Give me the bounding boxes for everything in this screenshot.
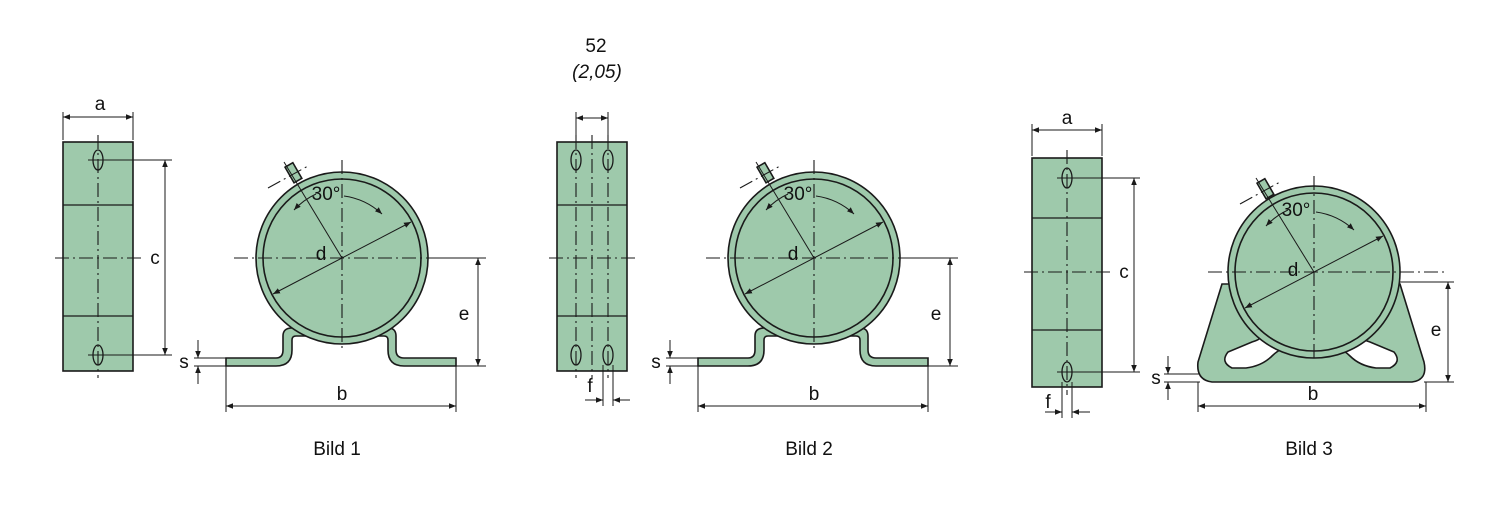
dim-label-s: s — [1151, 368, 1161, 389]
dim-label-f: f — [1045, 392, 1051, 413]
figure-1-side-view: a c — [55, 94, 172, 378]
dim-label-c: c — [1119, 262, 1129, 283]
dim-label-e: e — [459, 304, 470, 325]
dim-label-d: d — [788, 244, 799, 265]
dim-label-b: b — [1308, 384, 1319, 405]
figure-1-front-view: d 30° e s b — [179, 160, 486, 412]
angle-label: 30° — [784, 184, 813, 205]
figure-caption: Bild 1 — [313, 439, 361, 460]
figure-3-front-view: d 30° e s b — [1151, 176, 1454, 412]
top-note-inch: (2,05) — [572, 62, 622, 83]
figure-3: a c f d 30° — [1024, 108, 1454, 460]
dim-label-e: e — [931, 304, 942, 325]
dim-label-c: c — [150, 248, 160, 269]
screw — [283, 161, 303, 184]
mounting-base — [1196, 283, 1426, 383]
dim-label-a: a — [1062, 108, 1073, 129]
dim-label-s: s — [651, 352, 661, 373]
top-note-value: 52 — [585, 36, 606, 57]
screw — [755, 161, 775, 184]
dim-label-f: f — [587, 376, 593, 397]
screw — [1255, 177, 1275, 200]
dim-label-e: e — [1431, 320, 1442, 341]
dim-label-d: d — [316, 244, 327, 265]
dim-label-a: a — [95, 94, 106, 115]
figure-2-side-view: f — [549, 112, 637, 406]
figure-1: a c d 30° e — [55, 94, 486, 460]
figure-caption: Bild 2 — [785, 439, 833, 460]
figure-2-front-view: d 30° e s b — [651, 160, 958, 412]
dim-label-b: b — [809, 384, 820, 405]
figure-3-side-view: a c f — [1024, 108, 1140, 418]
angle-label: 30° — [312, 184, 341, 205]
dim-label-d: d — [1288, 260, 1299, 281]
dim-label-b: b — [337, 384, 348, 405]
figure-2: 52 (2,05) f — [549, 36, 958, 460]
figure-caption: Bild 3 — [1285, 439, 1333, 460]
angle-label: 30° — [1282, 200, 1311, 221]
dim-label-s: s — [179, 352, 189, 373]
